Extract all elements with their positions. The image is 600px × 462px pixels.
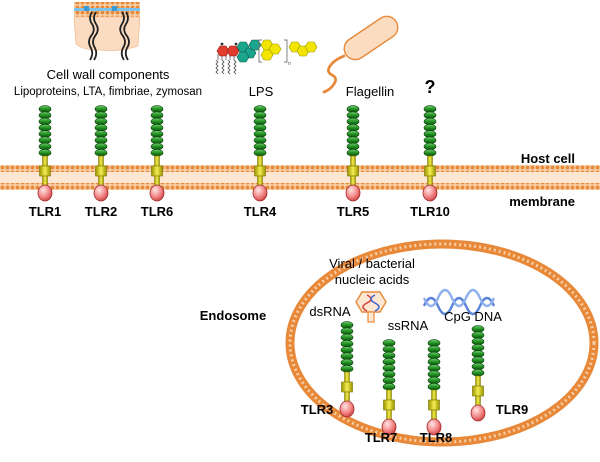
- stem-icon: [475, 395, 481, 407]
- lrr-domain-icon: [427, 339, 441, 391]
- transmembrane-block-icon: [472, 385, 484, 397]
- tir-domain-icon: [345, 184, 361, 202]
- stem-icon: [427, 175, 433, 187]
- stem-icon: [431, 409, 437, 421]
- svg-text:n: n: [288, 61, 291, 67]
- tir-domain-icon: [381, 418, 397, 436]
- lrr-domain-icon: [382, 339, 396, 391]
- receptor-tlr7: TLR7: [365, 339, 398, 445]
- stem-icon: [350, 175, 356, 187]
- surface-receptors: TLR1 TLR2 TLR6 TLR4 TLR5 TLR10: [29, 105, 450, 219]
- endosome-vesicle: [285, 239, 599, 447]
- membrane-label: membrane: [509, 194, 575, 209]
- tir-domain-icon: [470, 404, 486, 422]
- transmembrane-block-icon: [424, 165, 436, 177]
- transmembrane-block-icon: [347, 165, 359, 177]
- cpg-dna-helix-icon: [422, 288, 496, 316]
- tir-domain-icon: [426, 418, 442, 436]
- stem-icon: [386, 389, 392, 401]
- lrr-domain-icon: [346, 105, 360, 157]
- lrr-domain-icon: [471, 325, 485, 377]
- plasma-membrane: [0, 165, 600, 190]
- receptor-label: TLR9: [496, 402, 529, 417]
- receptor-label: TLR6: [141, 204, 174, 219]
- cell-wall-fragment-icon: [73, 2, 141, 61]
- receptor-label: TLR10: [410, 204, 450, 219]
- receptor-label: TLR1: [29, 204, 62, 219]
- transmembrane-block-icon: [341, 381, 353, 393]
- transmembrane-block-icon: [428, 399, 440, 411]
- host-cell-label: Host cell: [521, 151, 575, 166]
- nucleic-acids-line2: nucleic acids: [335, 272, 410, 287]
- dsrna-label: dsRNA: [309, 304, 351, 319]
- receptor-label: TLR4: [244, 204, 277, 219]
- transmembrane-block-icon: [39, 165, 51, 177]
- receptor-tlr10: TLR10: [410, 105, 450, 219]
- cell-wall-list: Lipoproteins, LTA, fimbriae, zymosan: [14, 86, 202, 98]
- endosome-label: Endosome: [200, 308, 266, 323]
- lrr-domain-icon: [423, 105, 437, 157]
- stem-icon: [427, 155, 433, 167]
- cpg-dna-label: CpG DNA: [444, 309, 502, 324]
- stem-icon: [154, 155, 160, 167]
- bacterium-flagellum-icon: [322, 15, 399, 94]
- stem-icon: [431, 389, 437, 401]
- lrr-domain-icon: [94, 105, 108, 157]
- receptor-tlr9: TLR9: [470, 325, 529, 422]
- transmembrane-block-icon: [383, 399, 395, 411]
- stem-icon: [154, 175, 160, 187]
- receptor-tlr1: TLR1: [29, 105, 62, 219]
- receptor-tlr6: TLR6: [141, 105, 174, 219]
- lrr-domain-icon: [253, 105, 267, 157]
- transmembrane-block-icon: [95, 165, 107, 177]
- unknown-ligand-mark: ?: [425, 77, 436, 97]
- tir-domain-icon: [93, 184, 109, 202]
- receptor-tlr4: TLR4: [244, 105, 277, 219]
- stem-icon: [42, 155, 48, 167]
- receptor-tlr2: TLR2: [85, 105, 118, 219]
- receptor-label: TLR2: [85, 204, 118, 219]
- receptor-label: TLR7: [365, 430, 398, 445]
- ssrna-label: ssRNA: [388, 318, 429, 333]
- stem-icon: [98, 175, 104, 187]
- receptor-tlr5: TLR5: [337, 105, 370, 219]
- receptor-label: TLR3: [301, 402, 334, 417]
- lrr-domain-icon: [340, 321, 354, 373]
- flagellin-label: Flagellin: [346, 84, 394, 99]
- stem-icon: [257, 175, 263, 187]
- nucleic-acids-line1: Viral / bacterial: [329, 256, 415, 271]
- transmembrane-block-icon: [254, 165, 266, 177]
- tir-domain-icon: [37, 184, 53, 202]
- stem-icon: [350, 155, 356, 167]
- tir-domain-icon: [422, 184, 438, 202]
- tir-domain-icon: [149, 184, 165, 202]
- receptor-label: TLR5: [337, 204, 370, 219]
- stem-icon: [42, 175, 48, 187]
- stem-icon: [475, 375, 481, 387]
- lps-label: LPS: [249, 84, 274, 99]
- tir-domain-icon: [339, 400, 355, 418]
- stem-icon: [344, 371, 350, 383]
- stem-icon: [386, 409, 392, 421]
- stem-icon: [344, 391, 350, 403]
- lrr-domain-icon: [150, 105, 164, 157]
- lrr-domain-icon: [38, 105, 52, 157]
- tir-domain-icon: [252, 184, 268, 202]
- receptor-tlr8: TLR8: [420, 339, 453, 445]
- receptor-tlr3: TLR3: [301, 321, 355, 418]
- stem-icon: [257, 155, 263, 167]
- lps-molecule-icon: n: [215, 39, 318, 75]
- transmembrane-block-icon: [151, 165, 163, 177]
- stem-icon: [98, 155, 104, 167]
- dsrna-virus-icon: [355, 291, 387, 323]
- cell-wall-title: Cell wall components: [47, 67, 170, 82]
- receptor-label: TLR8: [420, 430, 453, 445]
